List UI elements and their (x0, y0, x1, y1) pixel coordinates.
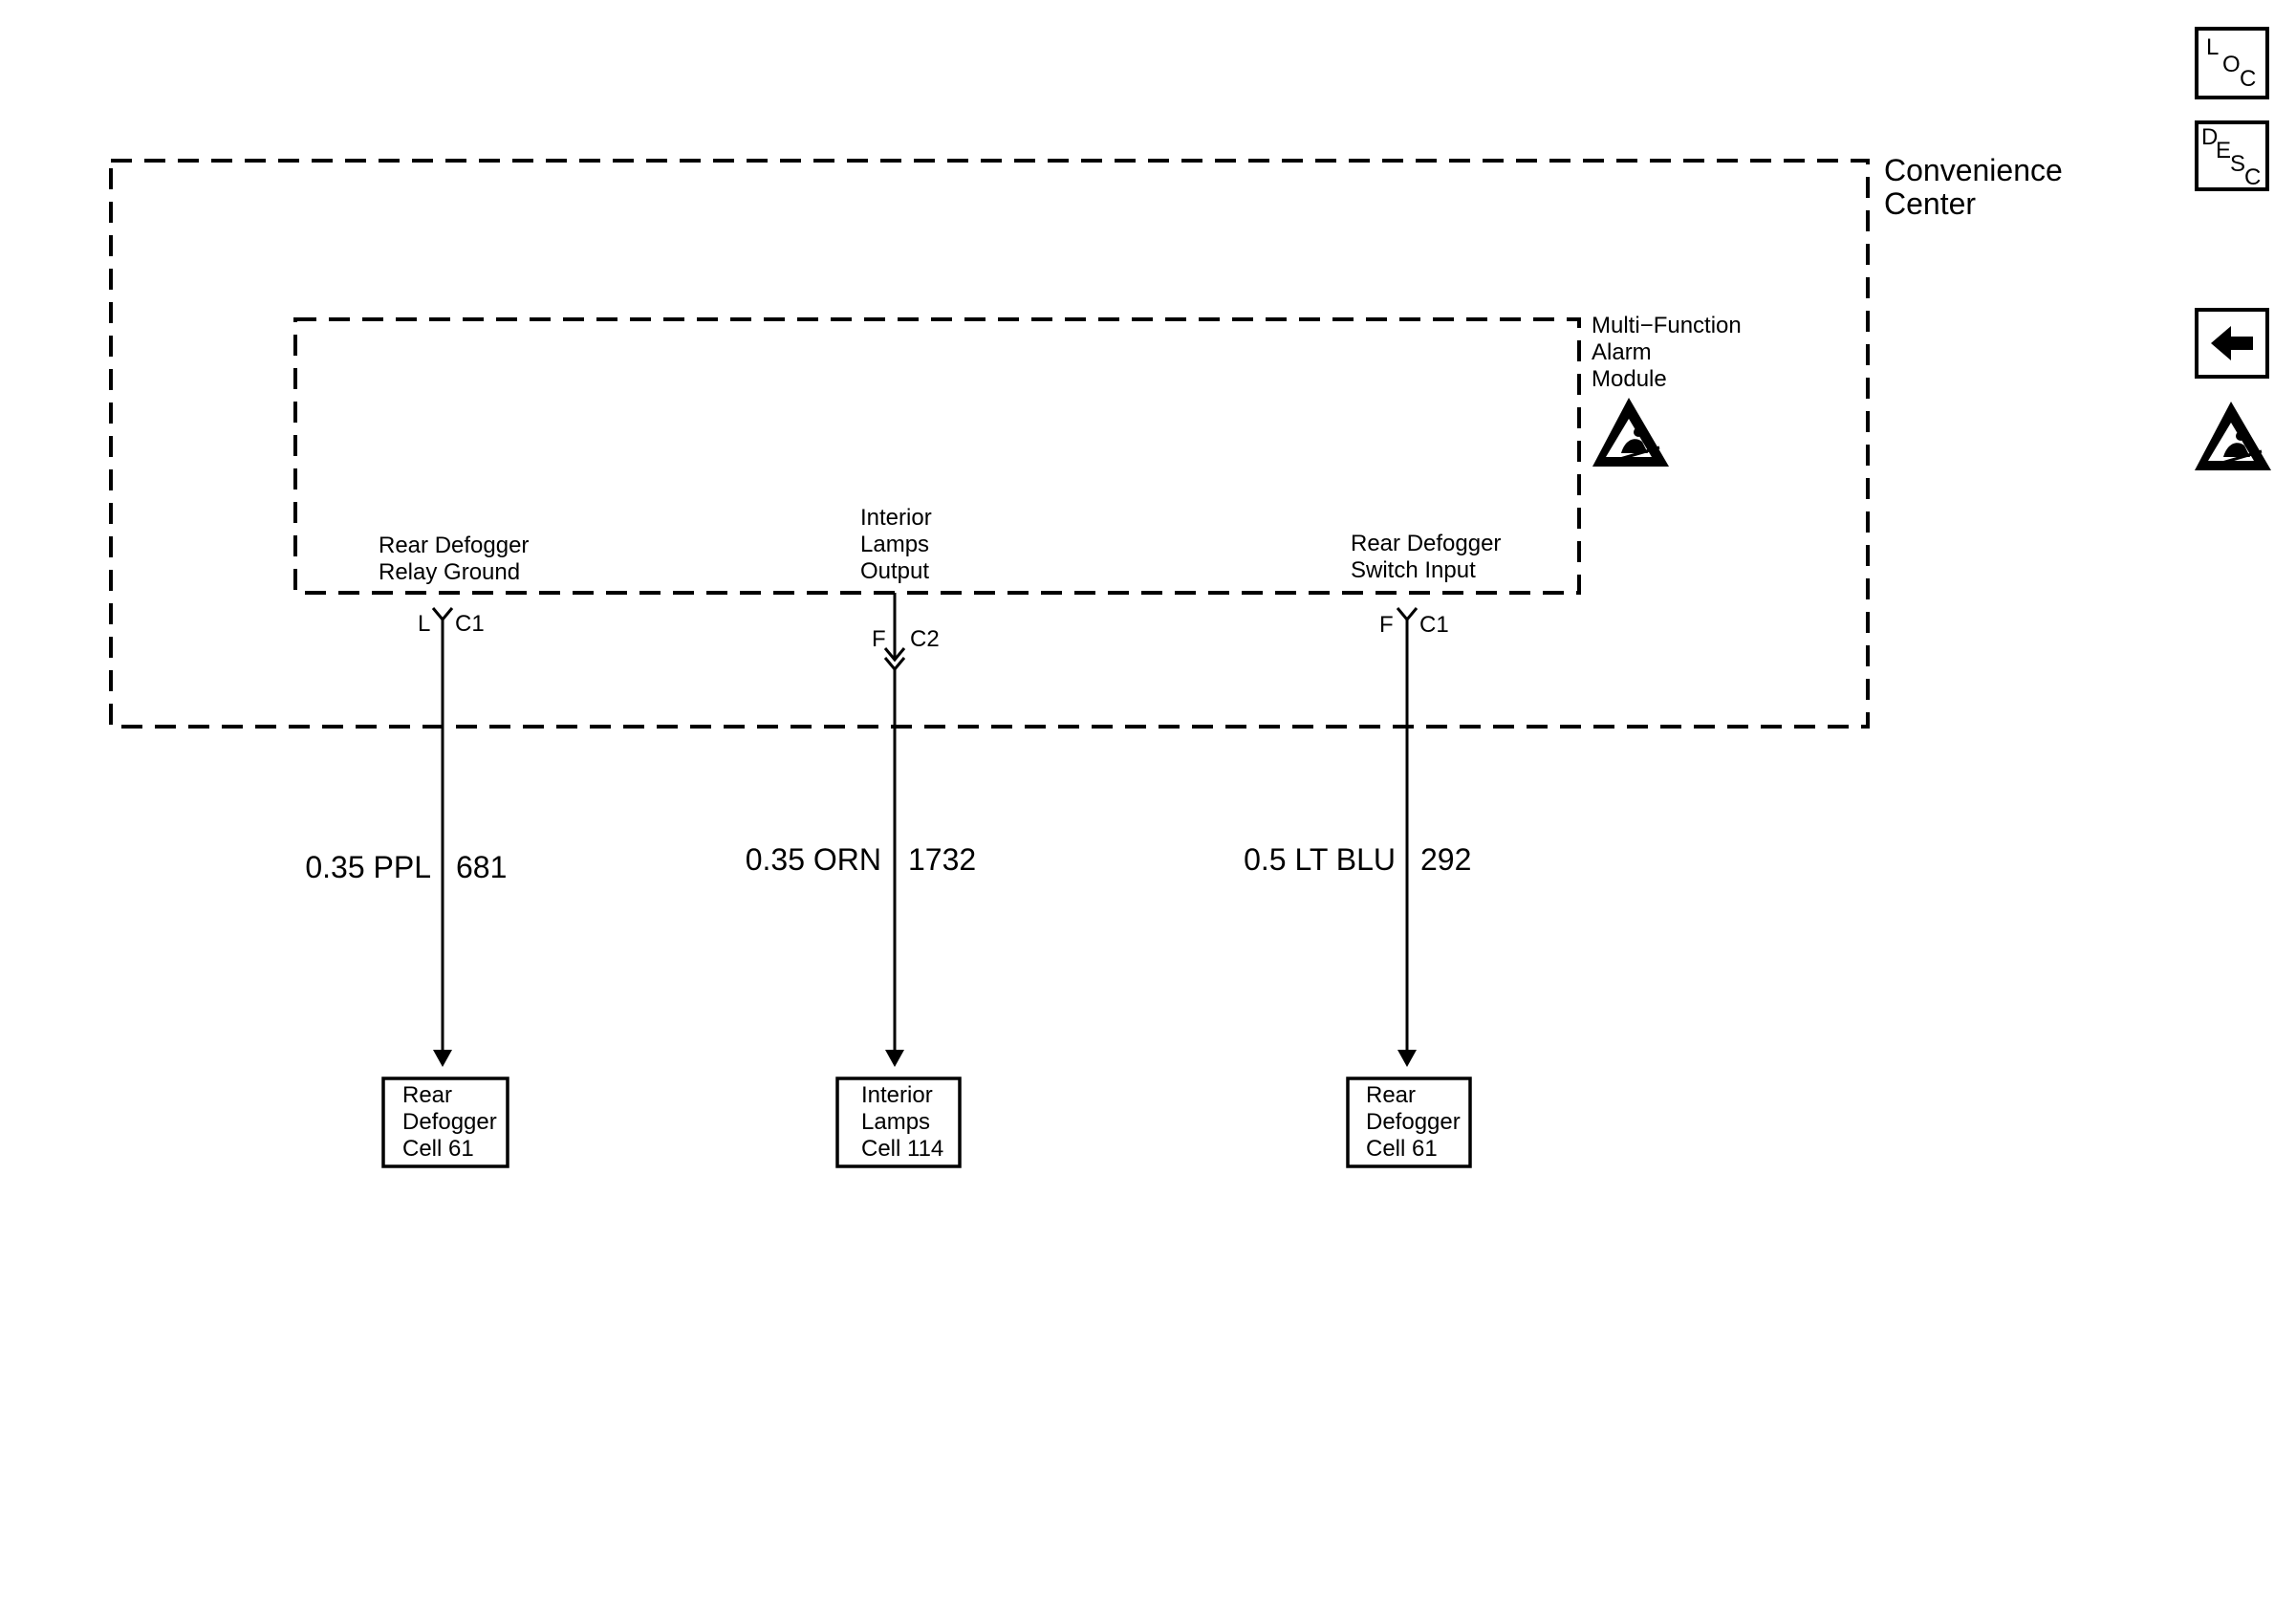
female-terminal-symbol (1396, 607, 1419, 622)
svg-text:O: O (2222, 52, 2241, 77)
destination-box[interactable]: Rear Defogger Cell 61 (1346, 1077, 1472, 1168)
wire-gauge-color: 0.5 LT BLU (1244, 842, 1396, 877)
svg-text:L: L (2206, 34, 2219, 60)
wire-arrowhead (885, 1050, 904, 1067)
connector-id: C2 (910, 626, 940, 652)
svg-text:C: C (2244, 164, 2261, 190)
wire-arrowhead (1397, 1050, 1417, 1067)
svg-text:E: E (2216, 138, 2231, 163)
circuit-interior-lamps-output: Interior Lamps Output F C2 0.35 ORN 1732… (746, 505, 976, 1168)
back-arrow-icon (2211, 326, 2253, 360)
wire-gauge-color: 0.35 PPL (305, 850, 431, 884)
loc-button[interactable]: L O C (2195, 27, 2269, 99)
circuit-number: 292 (1420, 842, 1471, 877)
wire-arrowhead (433, 1050, 452, 1067)
convenience-center-boundary (109, 159, 1870, 729)
svg-text:Rear Defogger: Rear Defogger Cell 61 (402, 1082, 503, 1162)
convenience-center-label: Convenience Center (1884, 153, 2071, 221)
alarm-module-label: Multi−Function Alarm Module (1592, 313, 1747, 392)
pin-letter: F (1379, 612, 1394, 638)
connector-id: C1 (1419, 612, 1449, 638)
pin-function-label: Interior Lamps Output (860, 505, 938, 584)
circuit-number: 681 (456, 850, 507, 884)
wire-gauge-color: 0.35 ORN (746, 842, 881, 877)
female-terminal-symbol (431, 607, 454, 622)
svg-text:C: C (2240, 66, 2256, 92)
svg-text:Rear Defogger: Rear Defogger Cell 61 (1366, 1082, 1466, 1162)
pin-letter: F (872, 626, 886, 652)
desc-button[interactable]: D E S C (2195, 120, 2269, 191)
destination-box[interactable]: Interior Lamps Cell 114 (835, 1077, 962, 1168)
destination-box[interactable]: Rear Defogger Cell 61 (381, 1077, 509, 1168)
esd-sensitive-icon[interactable] (2195, 402, 2271, 470)
loc-icon (2195, 27, 2269, 99)
male-terminal-symbol (883, 647, 906, 663)
connector-id: C1 (455, 611, 485, 637)
back-button[interactable] (2195, 308, 2269, 379)
svg-text:D: D (2201, 124, 2218, 150)
circuit-number: 1732 (908, 842, 976, 877)
circuit-rear-defogger-relay-ground: Rear Defogger Relay Ground L C1 0.35 PPL… (305, 533, 535, 1168)
svg-text:Interior Lamps: Interior Lamps Cell 114 (861, 1082, 943, 1162)
pin-function-label: Rear Defogger Relay Ground (379, 533, 535, 585)
alarm-module-boundary (293, 317, 1581, 595)
circuit-rear-defogger-switch-input: Rear Defogger Switch Input F C1 0.5 LT B… (1244, 531, 1507, 1168)
pin-letter: L (418, 611, 430, 637)
pin-function-label: Rear Defogger Switch Input (1351, 531, 1507, 583)
svg-text:S: S (2230, 151, 2245, 177)
esd-sensitive-icon (1592, 398, 1669, 467)
desc-icon (2195, 120, 2269, 191)
